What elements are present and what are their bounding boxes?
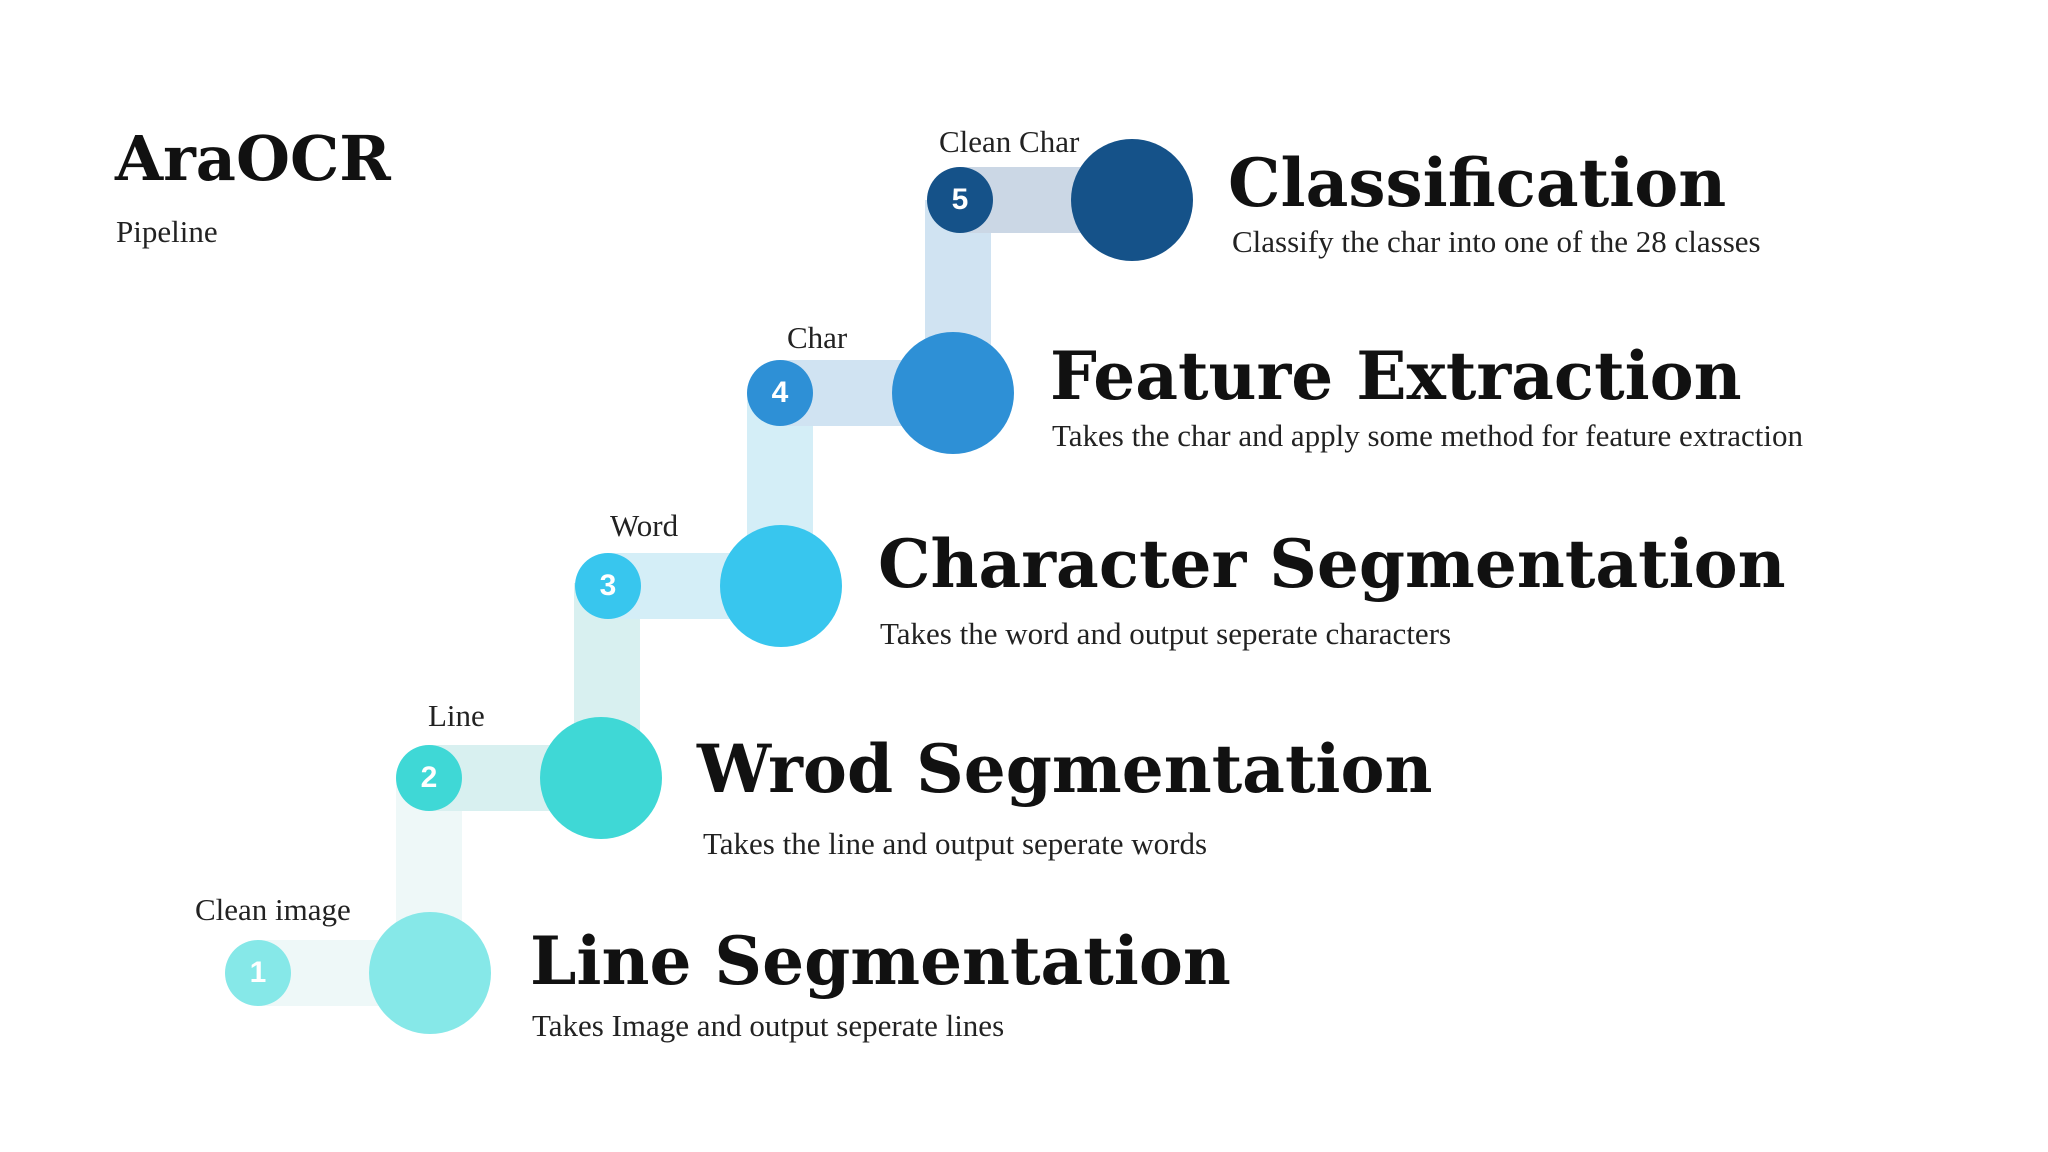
step-2-heading: Wrod Segmentation: [697, 730, 1433, 808]
diagram-subtitle: Pipeline: [116, 214, 218, 249]
step-5-number: 5: [927, 167, 993, 233]
step-4-heading: Feature Extraction: [1050, 337, 1742, 415]
step-5-description: Classify the char into one of the 28 cla…: [1232, 224, 1761, 259]
step-2-description: Takes the line and output seperate words: [703, 826, 1208, 861]
step-1-description: Takes Image and output seperate lines: [532, 1008, 1005, 1043]
step-4-input-label: Char: [787, 320, 848, 355]
step-3-input-label: Word: [610, 508, 679, 543]
step-2-number: 2: [396, 745, 462, 811]
step-5-input-label: Clean Char: [939, 124, 1080, 159]
step-5-heading: Classification: [1228, 144, 1727, 222]
step-1-input-label: Clean image: [195, 892, 351, 927]
step-3-number: 3: [575, 553, 641, 619]
step-3-description: Takes the word and output seperate chara…: [880, 616, 1452, 651]
step-2-node: [540, 717, 662, 839]
step-4-description: Takes the char and apply some method for…: [1052, 418, 1803, 453]
step-1-heading: Line Segmentation: [530, 922, 1231, 1000]
step-4-number: 4: [747, 360, 813, 426]
diagram-title: AraOCR: [115, 122, 391, 195]
step-2-input-label: Line: [428, 698, 485, 733]
step-1-node: [369, 912, 491, 1034]
step-3-node: [720, 525, 842, 647]
step-1-number: 1: [225, 940, 291, 1006]
step-3-heading: Character Segmentation: [878, 525, 1786, 603]
step-4-node: [892, 332, 1014, 454]
step-5-node: [1071, 139, 1193, 261]
